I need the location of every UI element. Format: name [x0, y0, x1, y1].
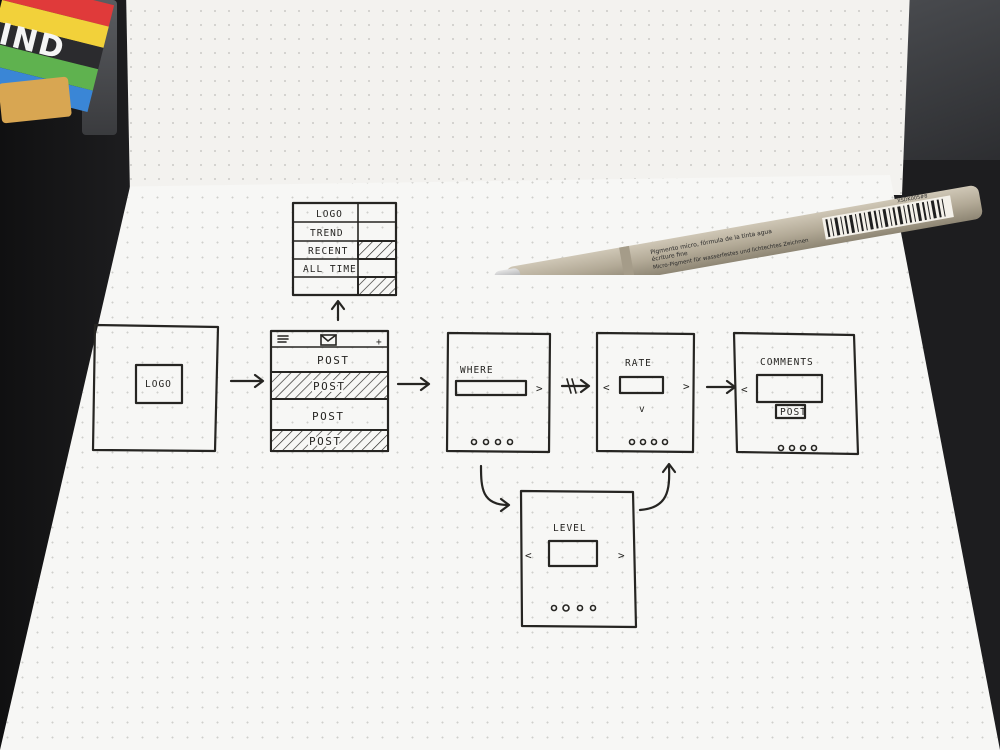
feed-plus-icon: +: [376, 337, 383, 348]
comments-screen: COMMENTS < POST: [732, 331, 860, 456]
rate-chevron: v: [639, 404, 646, 415]
splash-logo-label: LOGO: [145, 379, 172, 390]
feed-post-3: POST: [312, 410, 345, 423]
menu-item-trend: TREND: [310, 228, 344, 239]
level-title: LEVEL: [553, 523, 587, 534]
menu-item-all-time: ALL TIME: [303, 264, 357, 275]
menu-item-logo: LOGO: [316, 209, 343, 220]
rate-screen: RATE < > v: [595, 331, 696, 454]
feed-post-4: POST: [309, 435, 342, 448]
comments-title: COMMENTS: [760, 357, 814, 368]
where-screen: WHERE >: [445, 331, 552, 454]
comments-post-button: POST: [780, 407, 807, 418]
feed-screen: + POST POST POST POST: [269, 329, 390, 453]
arrow-splash-to-feed: [229, 373, 265, 389]
level-right-arrow: >: [618, 549, 626, 562]
rate-right-arrow: >: [683, 380, 691, 393]
fineliner-pen: Pigmento micro, fórmula de la tinta agua…: [494, 185, 983, 275]
where-next-arrow: >: [536, 382, 544, 395]
splash-screen: LOGO: [91, 323, 220, 453]
feed-post-2: POST: [313, 380, 346, 393]
arrow-level-to-rate: [638, 462, 677, 512]
arrow-rate-to-comments: [705, 379, 737, 395]
notebook-page-top: [126, 0, 910, 195]
feed-post-1: POST: [317, 354, 350, 367]
level-screen: LEVEL < >: [519, 489, 638, 629]
arrow-feed-to-where: [396, 376, 431, 392]
rate-title: RATE: [625, 358, 652, 369]
rate-left-arrow: <: [603, 381, 611, 394]
menu-item-recent: RECENT: [308, 246, 348, 257]
comments-left-arrow: <: [741, 383, 749, 396]
arrow-where-to-rate-crossed: [560, 378, 591, 394]
arrow-where-to-level: [479, 464, 511, 513]
pen-print-code: XSDK005#8: [897, 193, 928, 204]
where-title: WHERE: [460, 365, 494, 376]
menu-screen: LOGO TREND RECENT ALL TIME: [291, 201, 398, 322]
level-left-arrow: <: [525, 549, 533, 562]
